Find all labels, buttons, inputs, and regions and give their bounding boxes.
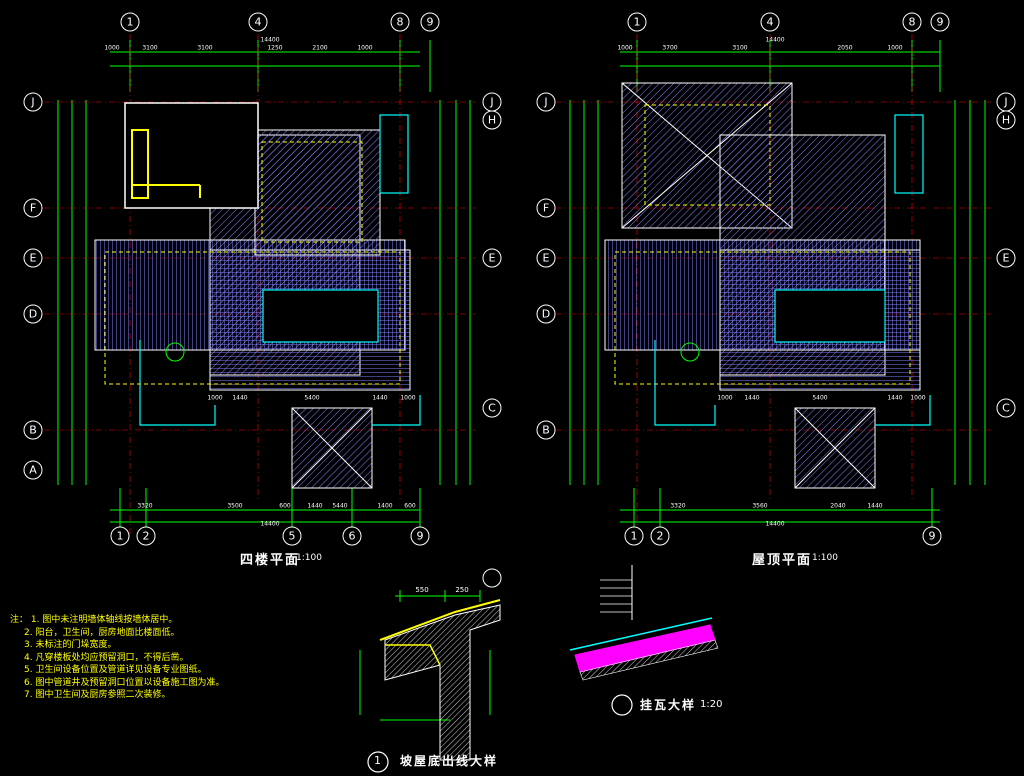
axis-label: 6	[348, 529, 356, 543]
axis-label: D	[28, 307, 38, 321]
detail-1-drawing	[359, 568, 502, 773]
dimension-label: 250	[455, 586, 469, 594]
dimension-label: 3100	[197, 44, 213, 52]
axis-label: 8	[396, 15, 404, 29]
axis-label: E	[29, 251, 37, 265]
axis-label: 9	[426, 15, 434, 29]
dimension-label: 1400	[377, 502, 393, 510]
dimension-label: 1440	[307, 502, 323, 510]
axis-label: H	[1001, 113, 1011, 127]
dimension-label: 5400	[304, 394, 320, 402]
note-item: 2. 阳台，卫生间，厨房地面比楼面低。	[24, 627, 180, 638]
axis-label: J	[544, 95, 548, 109]
right-plan-scale: 1:100	[812, 553, 838, 563]
detail-2-scale: 1:20	[700, 699, 723, 710]
dimension-label: 2040	[830, 502, 846, 510]
dimension-label: 14400	[765, 520, 785, 528]
axis-label: H	[487, 113, 497, 127]
note-item: 5. 卫生间设备位置及管道详见设备专业图纸。	[24, 665, 207, 675]
note-item: 7. 图中卫生间及厨房参照二次装修。	[24, 690, 171, 700]
axis-label: B	[542, 423, 550, 437]
dimension-label: 1440	[372, 394, 388, 402]
axis-label: E	[542, 251, 550, 265]
dimension-label: 3320	[137, 502, 153, 510]
axis-label: 4	[254, 15, 262, 29]
axis-label: 4	[766, 15, 774, 29]
note-item: 1. 图中未注明墙体轴线按墙体居中。	[30, 615, 178, 625]
right-plan-title: 屋顶平面	[752, 553, 813, 568]
axis-label: 1	[630, 529, 638, 543]
axis-label: C	[1002, 401, 1010, 415]
axis-label: E	[1002, 251, 1010, 265]
dimension-label: 1000	[617, 44, 633, 52]
general-notes: 注： 1. 图中未注明墙体轴线按墙体居中。 2. 阳台，卫生间，厨房地面比楼面低…	[10, 614, 224, 702]
dimension-label: 14400	[260, 36, 280, 44]
axis-label: 1	[126, 15, 134, 29]
dimension-label: 3100	[142, 44, 158, 52]
dimension-label: 1000	[717, 394, 733, 402]
note-item: 3. 未标注的门垛宽度。	[24, 640, 117, 650]
detail-1-number: 1	[374, 754, 381, 767]
dimension-label: 1440	[232, 394, 248, 402]
axis-label: 9	[936, 15, 944, 29]
dimension-label: 1440	[867, 502, 883, 510]
axis-label: 8	[908, 15, 916, 29]
axis-label: 9	[928, 529, 936, 543]
axis-label: J	[490, 95, 494, 109]
axis-label: F	[542, 201, 550, 215]
dimension-label: 2100	[312, 44, 328, 52]
axis-label: E	[488, 251, 496, 265]
axis-label: J	[1004, 95, 1008, 109]
left-plan-title: 四楼平面	[240, 553, 301, 568]
dimension-label: 1000	[104, 44, 120, 52]
notes-lead: 注：	[10, 615, 29, 625]
axis-label: 5	[288, 529, 296, 543]
dimension-label: 3320	[670, 502, 686, 510]
detail-1-title: 坡屋底出线大样	[400, 754, 499, 768]
dimension-label: 3100	[732, 44, 748, 52]
dimension-label: 1440	[887, 394, 903, 402]
dimension-label: 600	[279, 502, 291, 510]
axis-label: F	[29, 201, 37, 215]
dimension-label: 1000	[207, 394, 223, 402]
dimension-label: 1440	[744, 394, 760, 402]
axis-label: 2	[142, 529, 150, 543]
dimension-label: 1000	[400, 394, 416, 402]
dimension-label: 3500	[227, 502, 243, 510]
dimension-label: 5440	[332, 502, 348, 510]
dimension-label: 1000	[357, 44, 373, 52]
axis-label: 1	[633, 15, 641, 29]
left-plan-scale: 1:100	[296, 553, 322, 563]
detail-2-drawing	[569, 565, 719, 716]
axis-label: D	[541, 307, 551, 321]
axis-label: A	[29, 463, 37, 477]
dimension-label: 3700	[662, 44, 678, 52]
dimension-label: 5400	[812, 394, 828, 402]
dimension-label: 1000	[910, 394, 926, 402]
dimension-label: 1000	[887, 44, 903, 52]
dimension-label: 14400	[765, 36, 785, 44]
axis-label: B	[29, 423, 37, 437]
dimension-label: 550	[415, 586, 429, 594]
axis-label: C	[488, 401, 496, 415]
note-item: 6. 图中管道井及预留洞口位置以设备施工图为准。	[24, 677, 225, 688]
right-plan	[536, 12, 1016, 546]
dimension-label: 2050	[837, 44, 853, 52]
dimension-label: 3560	[752, 502, 768, 510]
axis-label: 9	[416, 529, 424, 543]
dimension-label: 600	[404, 502, 416, 510]
dimension-label: 14400	[260, 520, 280, 528]
left-plan	[23, 12, 502, 546]
note-item: 4. 凡穿楼板处均应预留洞口，不得后凿。	[24, 652, 189, 663]
dimension-label: 1250	[267, 44, 283, 52]
left-axis-bubbles	[23, 12, 502, 546]
detail-2-title: 挂瓦大样	[640, 698, 697, 712]
axis-label: 1	[116, 529, 124, 543]
right-axis-bubbles	[536, 12, 1016, 546]
axis-label: J	[31, 95, 35, 109]
axis-label: 2	[656, 529, 664, 543]
